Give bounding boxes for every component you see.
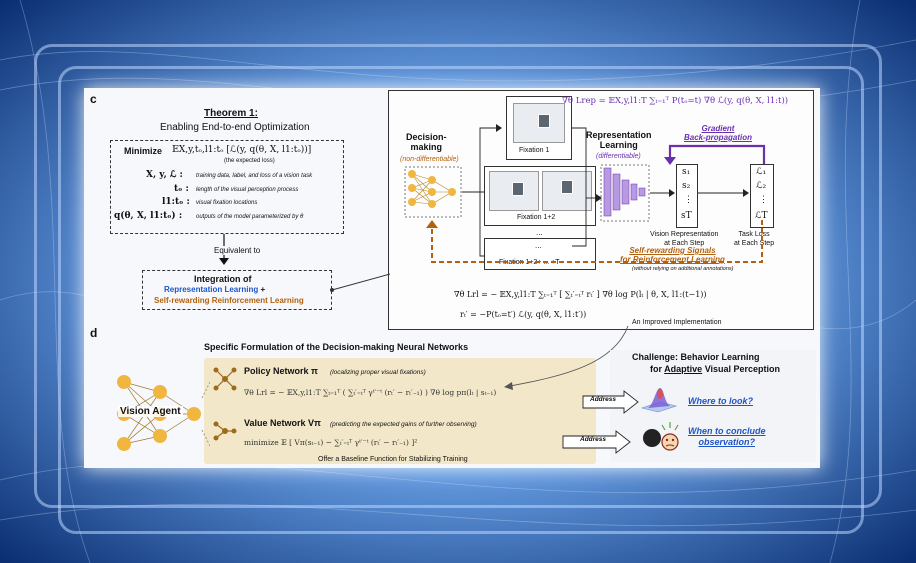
gradient-bp-arrow xyxy=(664,144,766,165)
decision-title: Decision- making xyxy=(406,132,447,152)
states-to-loss-arrow xyxy=(698,189,749,197)
fixation-2-image-b xyxy=(542,171,592,211)
integration-plus: + xyxy=(258,285,266,294)
def-sym-3: q(θ, X, l1:tₒ) : xyxy=(114,211,183,221)
integration-rl: Self-rewarding Reinforcement Learning xyxy=(154,296,304,305)
address-arrow-1 xyxy=(582,390,639,414)
integration-title: Integration of xyxy=(194,274,252,284)
state-1: s₂ xyxy=(682,181,691,191)
def-sym-0: X, y, ℒ : xyxy=(146,170,183,180)
fixation-gap-ellipsis: ... xyxy=(536,228,543,237)
reward-formula: rₜ′ = −P(tₒ=t′) ℒ(y, q(θ, X, l1:t′)) xyxy=(460,310,587,319)
heatmap-icon xyxy=(640,388,678,413)
theorem-subtitle: Enabling End-to-end Optimization xyxy=(160,122,310,133)
loss-2: ⋮ xyxy=(759,195,768,205)
decision-sub: (non-differentiable) xyxy=(400,156,459,163)
where-question: Where to look? xyxy=(688,396,753,406)
theorem-title: Theorem 1: xyxy=(204,108,258,119)
fixation-2-panel: Fixation 1+2 xyxy=(484,166,596,226)
fixation-2-label: Fixation 1+2 xyxy=(517,214,556,221)
challenge-box xyxy=(610,350,816,462)
vision-rep-label: Vision Representation at Each Step xyxy=(650,231,719,247)
rep-arrows xyxy=(572,127,602,247)
address-label-1: Address xyxy=(590,396,617,403)
self-reward-title: Self-rewarding Signals for Reinforcement… xyxy=(620,246,725,264)
panel-d-title-pre: Specific Formulation of the xyxy=(204,342,323,352)
minimize-box xyxy=(110,140,344,234)
def-sym-2: l1:tₒ : xyxy=(162,197,190,207)
policy-icon xyxy=(213,367,237,391)
self-reward-loop xyxy=(426,220,763,263)
policy-formula: ∇θ Lrl = − 𝔼X,y,l1:T ∑ₜ₌₁ᵀ ( ∑ₜ′₌ₜᵀ γᵗ′⁻… xyxy=(244,388,497,397)
integration-connector xyxy=(330,273,391,292)
panel-d-title: Specific Formulation of the Decision-mak… xyxy=(204,342,468,352)
state-0: s₁ xyxy=(682,167,691,177)
states-box: s₁ s₂ ⋮ sT xyxy=(676,164,698,228)
formulation-band xyxy=(204,358,596,464)
policy-title: Policy Network π xyxy=(244,366,318,376)
fixation-t-ellipsis: ... xyxy=(535,241,542,250)
rl-to-policy-arrow xyxy=(504,325,629,390)
def-sym-1: tₒ : xyxy=(174,184,189,194)
pipeline-box xyxy=(388,90,814,330)
fixation-1-panel: Fixation 1 xyxy=(506,96,572,160)
state-2: ⋮ xyxy=(684,195,693,205)
address-arrow-2 xyxy=(562,430,631,454)
grad-rep-formula: ∇θ Lrep = 𝔼X,y,l1:T ∑ₜ₌₁ᵀ P(tₒ=t) ∇θ ℒ(y… xyxy=(562,96,789,106)
loss-1: ℒ₂ xyxy=(756,181,767,191)
value-title: Value Network Vπ xyxy=(244,418,321,428)
rep-title: Representation Learning xyxy=(586,130,652,150)
thinking-head-icon xyxy=(643,422,679,451)
def-desc-3: outputs of the model parameterized by θ xyxy=(196,214,304,220)
rep-network-icon xyxy=(600,164,650,222)
task-loss-label: Task Loss at Each Step xyxy=(734,231,775,247)
loss-3: ℒT xyxy=(755,211,768,221)
policy-note: (localizing proper visual fixations) xyxy=(330,369,426,376)
outer-frame xyxy=(34,44,882,508)
decision-network-icon xyxy=(404,166,462,218)
panel-c-letter: c xyxy=(90,92,97,106)
equivalent-to: Equivalent to xyxy=(212,246,263,255)
vision-agent-label: Vision Agent xyxy=(118,406,183,417)
losses-box: ℒ₁ ℒ₂ ⋮ ℒT xyxy=(750,164,774,228)
address-label-2: Address xyxy=(580,436,607,443)
def-desc-0: training data, label, and loss of a visi… xyxy=(196,173,313,179)
integration-rep: Representation Learning xyxy=(164,285,259,294)
expected-loss-note: (the expected loss) xyxy=(224,158,275,164)
fixation-2-image-a xyxy=(489,171,539,211)
loss-0: ℒ₁ xyxy=(756,167,767,177)
value-formula: minimize 𝔼 [ Vπ(sₜ₋₁) − ∑ₜ′₌ₜᵀ γᵗ′⁻ᵗ (rₜ… xyxy=(244,438,418,447)
state-3: sT xyxy=(681,211,692,221)
expected-loss-formula: 𝔼X,y,tₒ,l1:tₒ [ℒ(y, q(θ, X, l1:tₒ))] xyxy=(172,145,312,155)
figure-card: c Theorem 1: Enabling End-to-end Optimiz… xyxy=(84,88,820,468)
def-desc-2: visual fixation locations xyxy=(196,200,258,206)
integration-line: Representation Learning + xyxy=(164,285,265,294)
challenge-sub-post: Visual Perception xyxy=(702,364,781,374)
fixation-1-image xyxy=(513,103,565,143)
challenge-sub: for Adaptive Visual Perception xyxy=(650,364,780,374)
panel-d-title-post: Neural Networks xyxy=(394,342,469,352)
minimize-label: Minimize xyxy=(124,146,163,156)
value-icon xyxy=(213,421,237,441)
value-note: (predicting the expected gains of furthe… xyxy=(330,421,477,428)
baseline-note: Offer a Baseline Function for Stabilizin… xyxy=(318,456,468,463)
gradient-bp-label: Gradient Back-propagation xyxy=(684,124,753,142)
panel-d-title-bold: Decision-making xyxy=(322,342,395,352)
when-question: When to conclude observation? xyxy=(688,426,766,447)
fixation-1-label: Fixation 1 xyxy=(519,147,550,154)
grad-rl-formula: ∇θ Lrl = − 𝔼X,y,l1:T ∑ₜ₌₁ᵀ [ ∑ₜ′₌ₜᵀ rₜ′ … xyxy=(454,290,707,299)
challenge-sub-ul: Adaptive xyxy=(664,364,703,374)
challenge-title: Challenge: Behavior Learning xyxy=(632,352,760,362)
inner-frame xyxy=(58,66,864,534)
challenge-sub-pre: for xyxy=(650,364,665,374)
self-reward-note: (without relying on additional annotatio… xyxy=(632,266,734,272)
panel-d-letter: d xyxy=(90,326,98,340)
rep-sub: (differentiable) xyxy=(596,153,641,160)
def-desc-1: length of the visual perception process xyxy=(196,187,299,193)
improved-impl-label: An Improved Implementation xyxy=(632,319,722,326)
rep-to-states-arrow xyxy=(650,189,675,197)
